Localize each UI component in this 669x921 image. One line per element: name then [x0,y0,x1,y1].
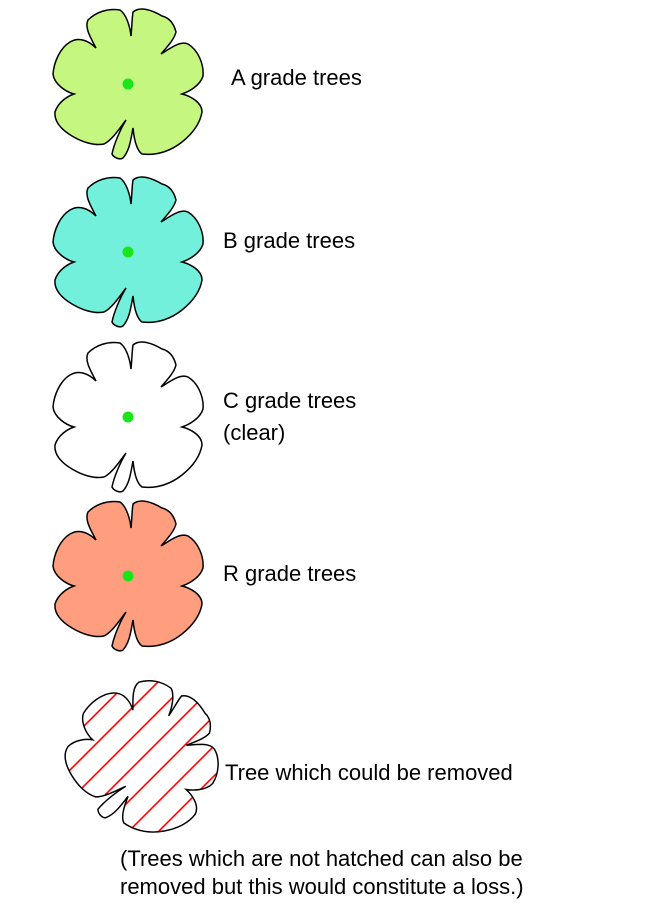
tree-symbol-removable [43,655,245,857]
legend-note: (Trees which are not hatched can also be… [120,845,524,901]
center-dot-c [122,411,134,423]
tree-symbol-b [52,176,204,328]
legend-label-c-grade-clear: (clear) [223,420,286,445]
legend-label-removable: Tree which could be removed [225,760,513,785]
legend-label-c-grade: C grade trees [223,388,357,413]
legend-note-line-1: (Trees which are not hatched can also be [120,846,523,871]
center-dot-a [122,78,134,90]
legend-note-line-2: removed but this would constitute a loss… [120,874,524,899]
legend-label-r-grade: R grade trees [223,561,357,586]
center-dot-r [122,570,134,582]
tree-symbol-c [52,341,204,493]
center-dot-b [122,246,134,258]
legend-label-a-grade: A grade trees [231,65,362,90]
legend-label-b-grade: B grade trees [223,228,356,253]
tree-symbol-a [52,8,204,160]
tree-symbol-r [52,500,204,652]
